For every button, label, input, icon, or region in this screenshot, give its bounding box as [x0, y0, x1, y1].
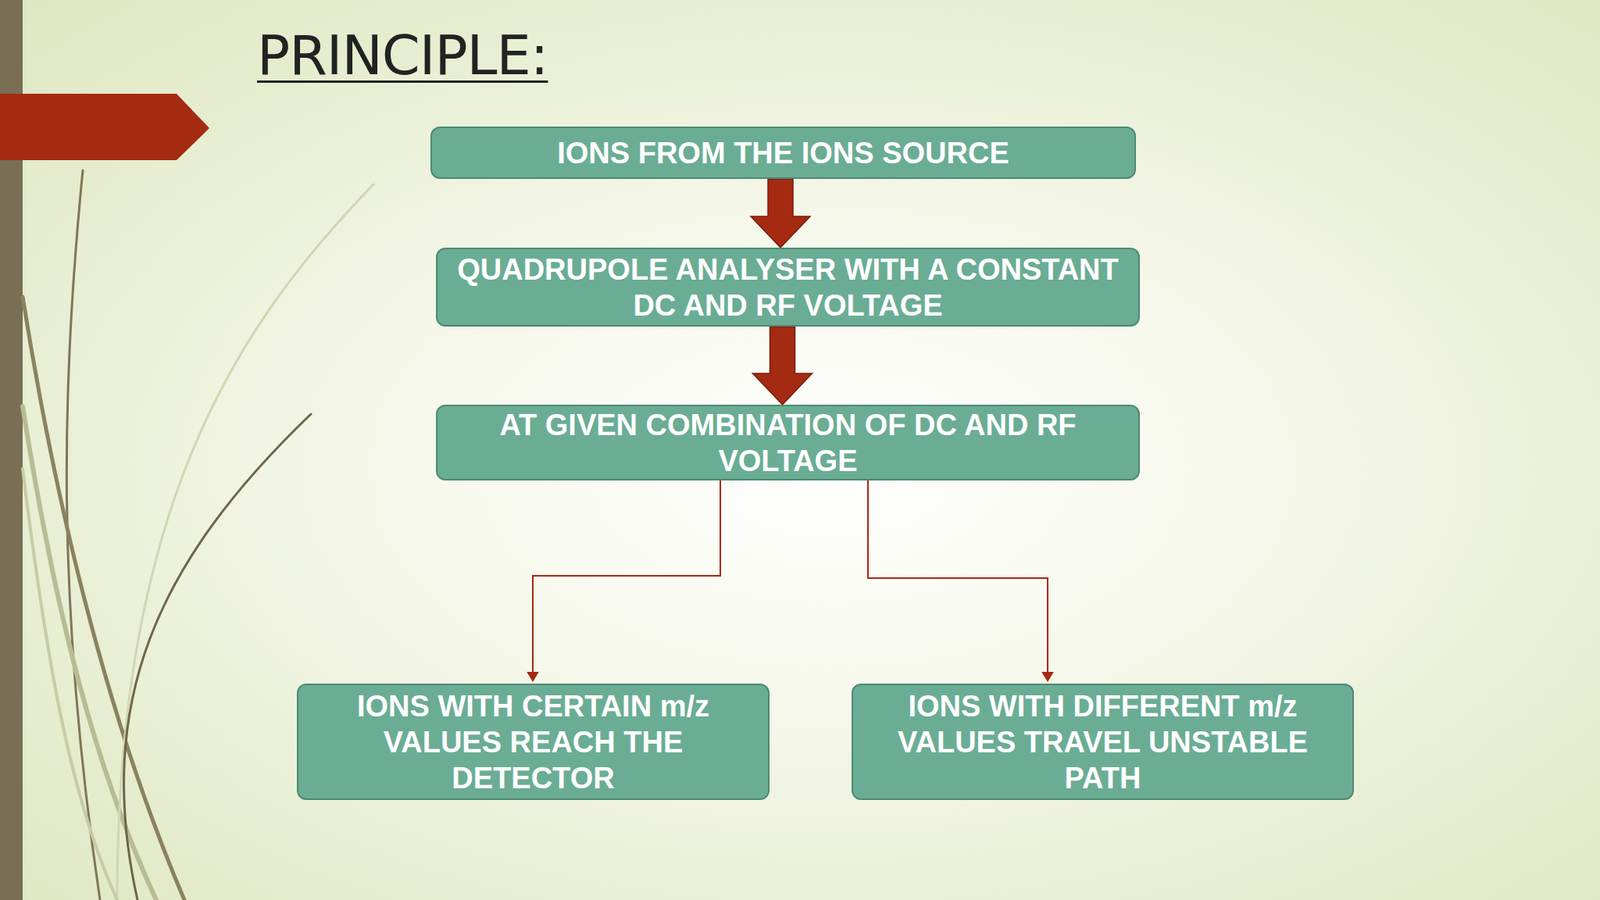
- process-box: IONS FROM THE IONS SOURCE: [430, 126, 1136, 179]
- slide-title: PRINCIPLE:: [257, 23, 548, 88]
- box-label: AT GIVEN COMBINATION OF DC AND RF VOLTAG…: [448, 407, 1128, 479]
- box-label: IONS WITH DIFFERENT m/z VALUES TRAVEL UN…: [864, 688, 1342, 797]
- flow-arrow: [867, 480, 1054, 683]
- process-box: IONS WITH DIFFERENT m/z VALUES TRAVEL UN…: [851, 683, 1354, 800]
- process-box: QUADRUPOLE ANALYSER WITH A CONSTANT DC A…: [435, 247, 1140, 327]
- process-box: AT GIVEN COMBINATION OF DC AND RF VOLTAG…: [435, 404, 1140, 481]
- title-tab: [0, 93, 210, 161]
- flow-arrow: [750, 178, 811, 248]
- box-label: QUADRUPOLE ANALYSER WITH A CONSTANT DC A…: [448, 251, 1128, 324]
- box-label: IONS WITH CERTAIN m/z VALUES REACH THE D…: [309, 688, 758, 797]
- flow-arrow: [753, 326, 813, 405]
- box-label: IONS FROM THE IONS SOURCE: [557, 135, 1009, 172]
- flow-arrow: [526, 480, 721, 683]
- process-box: IONS WITH CERTAIN m/z VALUES REACH THE D…: [296, 683, 770, 800]
